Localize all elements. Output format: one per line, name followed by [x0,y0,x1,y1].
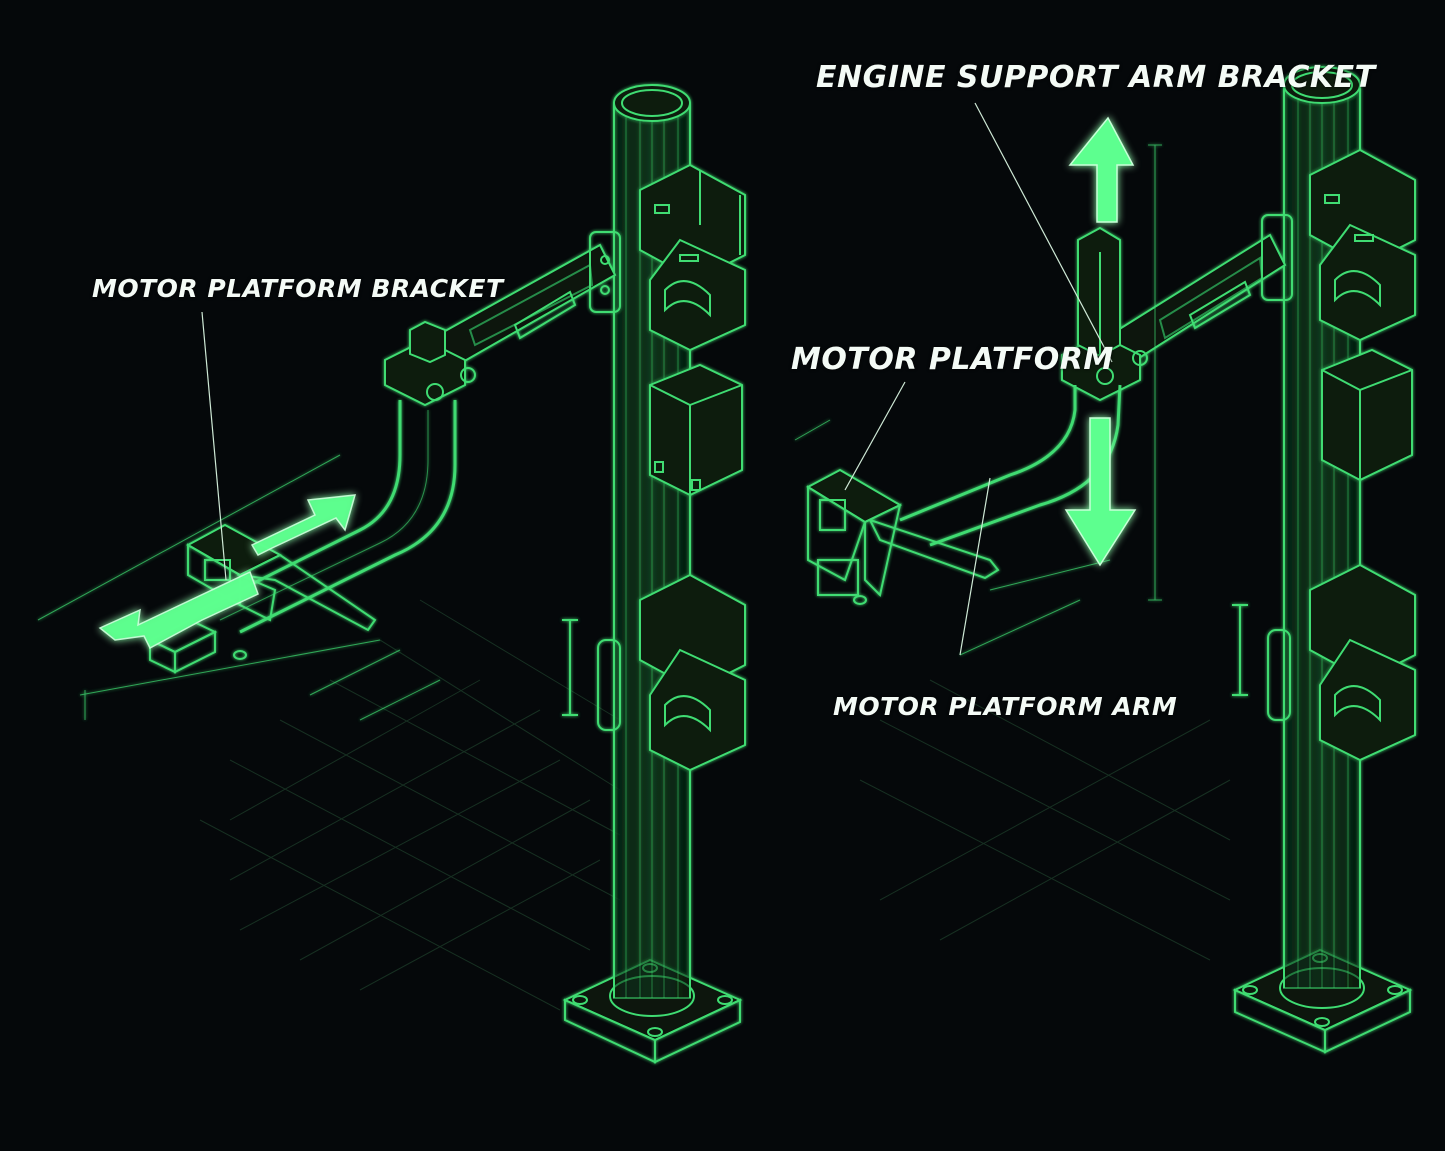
label-engine-support-arm-bracket: ENGINE SUPPORT ARM BRACKET [816,60,1376,95]
right-joint-bracket [1061,226,1148,402]
arrow-up-icon [1068,116,1135,223]
right-motor-platform [805,468,903,605]
label-motor-platform: MOTOR PLATFORM [791,342,1114,377]
left-dimensions [37,454,441,721]
right-lower-clamp [1232,563,1416,762]
left-joint-bracket [384,320,476,407]
left-motor-arm [199,400,457,634]
left-middle-block [649,363,743,497]
right-support-arm [1108,214,1293,367]
right-dimensions [794,144,1162,656]
right-base-plate [1232,948,1413,1054]
left-upper-clamp [639,163,746,352]
floor-grid [199,599,1231,1011]
right-upper-clamp [1309,148,1416,342]
left-lower-clamp [562,573,746,772]
arrow-down-icon [1064,417,1137,567]
right-assembly [794,66,1416,1054]
label-motor-platform-arm: MOTOR PLATFORM ARM [833,692,1178,721]
left-assembly [37,84,746,1064]
label-motor-platform-bracket: MOTOR PLATFORM BRACKET [92,274,504,303]
left-slide-arrows [98,494,357,650]
right-lift-arrows [1064,116,1137,567]
right-middle-block [1321,348,1413,482]
leader-lines [201,102,1113,656]
right-motor-arm [868,384,1122,580]
left-support-arm [418,231,621,377]
